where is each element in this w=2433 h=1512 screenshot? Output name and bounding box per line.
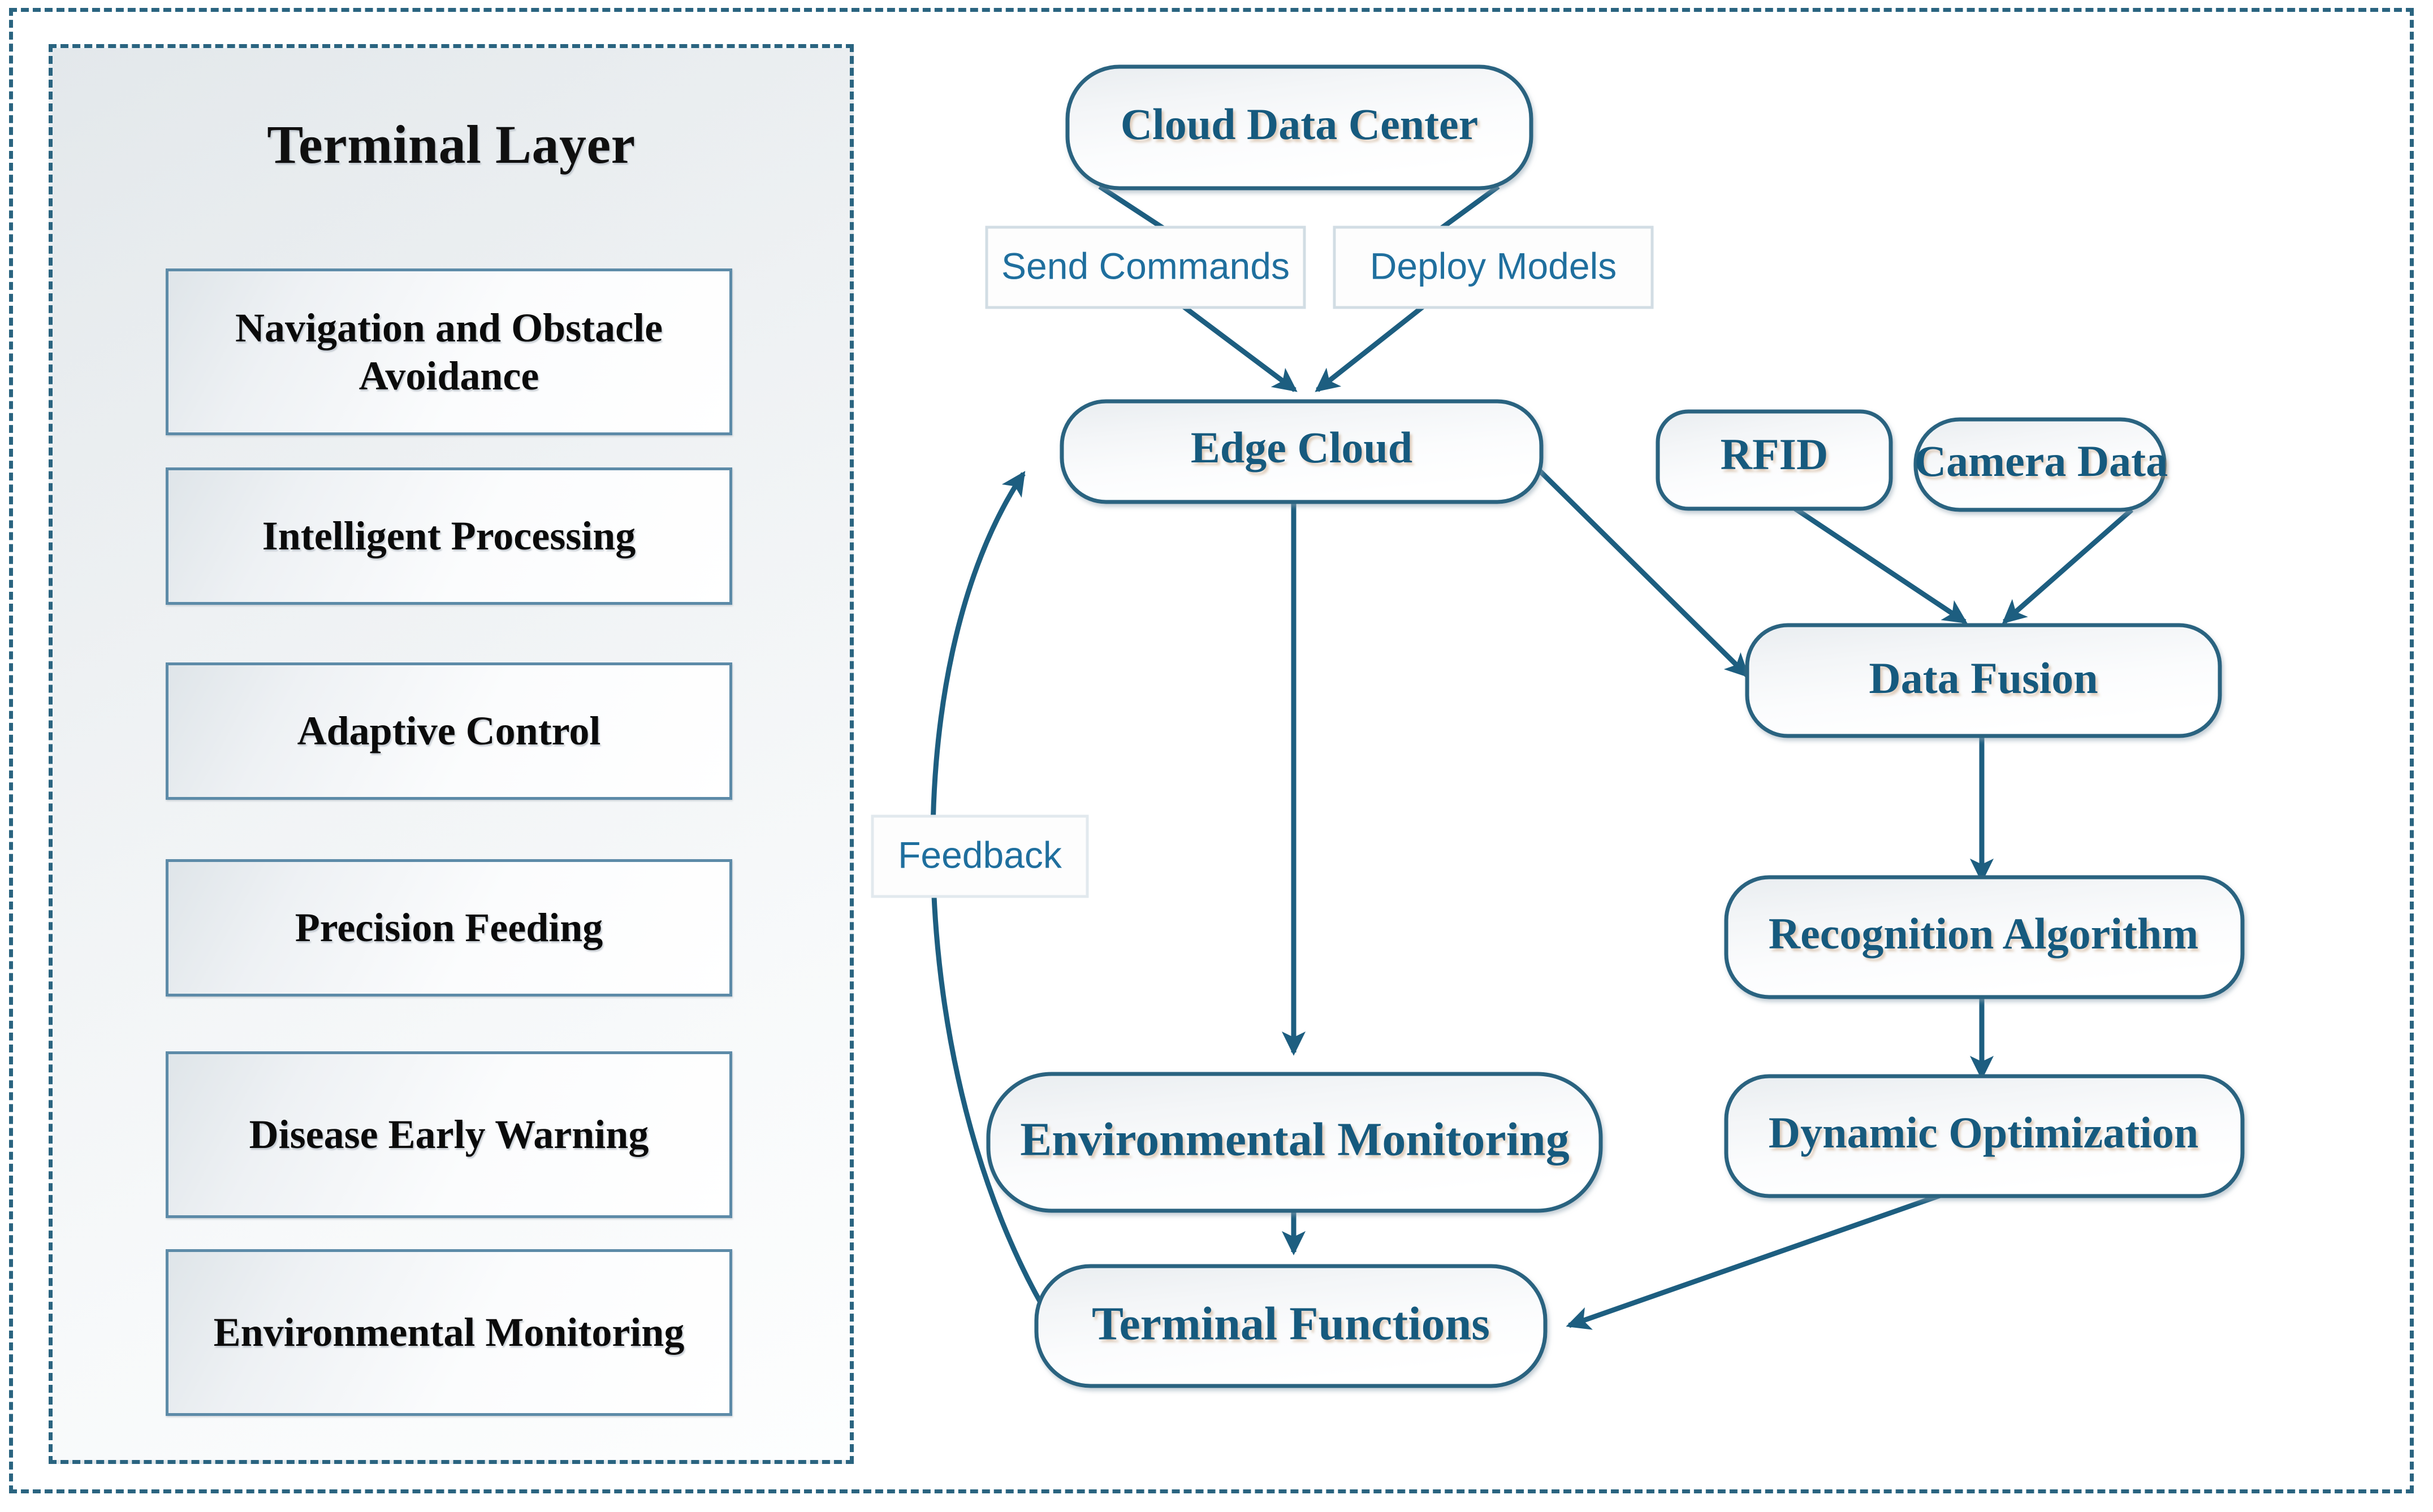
- edge-label-box: [871, 815, 1089, 898]
- node-terminal-functions[interactable]: Terminal Functions: [1034, 1264, 1548, 1388]
- node-cloud-data-center[interactable]: Cloud Data Center: [1065, 64, 1533, 190]
- node-shape: [986, 1072, 1603, 1213]
- node-label: Dynamic Optimization: [1769, 1108, 2198, 1157]
- node-shape: [1913, 417, 2167, 512]
- terminal-layer-title: Terminal Layer: [267, 114, 636, 175]
- node-shape: [1745, 623, 2222, 738]
- node-label: RFID: [1721, 430, 1829, 479]
- terminal-item-navigation-and-obstacle-avoidance[interactable]: Navigation and Obstacle Avoidance: [166, 268, 732, 435]
- node-data-fusion[interactable]: Data Fusion: [1745, 623, 2222, 738]
- edge-label-text: Feedback: [898, 834, 1062, 876]
- node-recognition-algorithm[interactable]: Recognition Algorithm: [1724, 875, 2245, 999]
- connector-send-commands-to-edge-cloud: [1180, 303, 1298, 392]
- terminal-item-disease-early-warning[interactable]: Disease Early Warning: [166, 1051, 732, 1218]
- node-shape: [1065, 64, 1533, 190]
- terminal-item-label: Navigation and Obstacle Avoidance: [235, 305, 663, 398]
- node-shape: [1724, 1074, 2245, 1198]
- terminal-item-intelligent-processing[interactable]: Intelligent Processing: [166, 467, 732, 605]
- terminal-item-label: Intelligent Processing: [262, 513, 636, 559]
- edge-label-deploy-models[interactable]: Deploy Models: [1333, 226, 1654, 309]
- node-label: Camera Data: [1915, 436, 2168, 486]
- edge-label-send-commands[interactable]: Send Commands: [985, 226, 1306, 309]
- node-environmental-monitoring-flow[interactable]: Environmental Monitoring: [986, 1072, 1603, 1213]
- terminal-item-adaptive-control[interactable]: Adaptive Control: [166, 662, 732, 800]
- edge-label-text: Deploy Models: [1370, 245, 1617, 287]
- connector-dynamic-optimization-to-terminal-functions: [1566, 1191, 1946, 1330]
- node-camera-data[interactable]: Camera Data: [1913, 417, 2168, 512]
- terminal-item-label: Environmental Monitoring: [213, 1310, 685, 1355]
- edge-label-box: [985, 226, 1306, 309]
- terminal-item-label: Adaptive Control: [297, 708, 601, 754]
- connector-deploy-models-to-edge-cloud: [1315, 303, 1427, 392]
- connector-camera-data-to-data-fusion: [2002, 508, 2133, 624]
- connector-edge-cloud-to-data-fusion: [1530, 461, 1750, 678]
- node-shape: [1724, 875, 2245, 999]
- node-label: Edge Cloud: [1191, 423, 1412, 472]
- node-label: Terminal Functions: [1092, 1297, 1490, 1350]
- edge-label-text: Send Commands: [1001, 245, 1290, 287]
- node-rfid[interactable]: RFID: [1656, 409, 1893, 511]
- edge-label-box: [1333, 226, 1654, 309]
- node-label: Data Fusion: [1869, 653, 2098, 703]
- edge-label-feedback[interactable]: Feedback: [871, 815, 1089, 898]
- node-shape: [1034, 1264, 1548, 1388]
- terminal-item-precision-feeding[interactable]: Precision Feeding: [166, 859, 732, 997]
- node-shape: [1060, 399, 1544, 504]
- node-edge-cloud[interactable]: Edge Cloud: [1060, 399, 1544, 504]
- node-label: Environmental Monitoring: [1020, 1113, 1570, 1166]
- node-label: Cloud Data Center: [1121, 99, 1479, 149]
- terminal-item-environmental-monitoring[interactable]: Environmental Monitoring: [166, 1249, 732, 1416]
- node-shape: [1656, 409, 1893, 511]
- node-label: Recognition Algorithm: [1769, 909, 2198, 958]
- connector-rfid-to-data-fusion: [1794, 506, 1968, 624]
- terminal-item-label: Precision Feeding: [295, 905, 603, 951]
- node-dynamic-optimization[interactable]: Dynamic Optimization: [1724, 1074, 2245, 1198]
- terminal-item-label: Disease Early Warning: [249, 1112, 649, 1158]
